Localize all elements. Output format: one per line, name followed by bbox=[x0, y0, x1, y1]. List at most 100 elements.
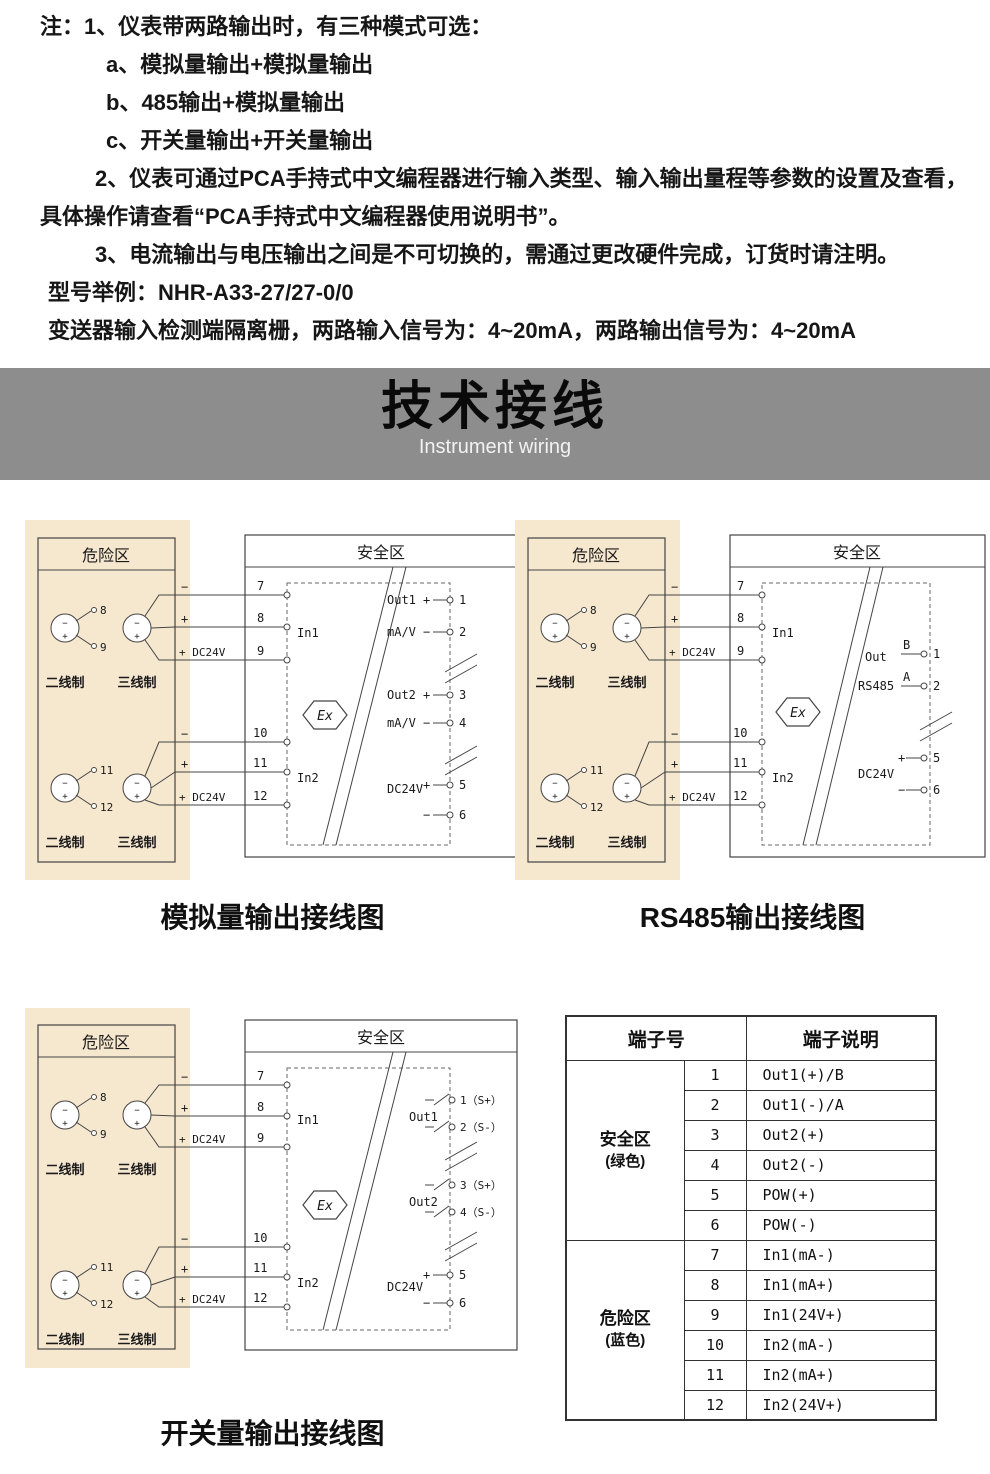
plus-mark: + bbox=[62, 792, 68, 802]
wire-dc24v-label: + DC24V bbox=[179, 1293, 226, 1306]
stub-terminal-12: 12 bbox=[590, 801, 603, 814]
safe-area: 安全区 − + + DC24V 7 8 9 In1 bbox=[175, 534, 518, 858]
stub-terminal-12: 12 bbox=[100, 801, 113, 814]
stub-terminal-11: 11 bbox=[100, 1261, 113, 1274]
notes-section: 注：1、仪表带两路输出时，有三种模式可选： a、模拟量输出+模拟量输出 b、48… bbox=[40, 8, 975, 350]
terminal-2: 2 bbox=[933, 679, 940, 693]
three-wire-label: 三线制 bbox=[117, 675, 156, 690]
terminal-desc-cell: In2(mA+) bbox=[745, 1359, 937, 1391]
rs485-label: RS485 bbox=[858, 679, 894, 693]
in2-two-wire-transmitter: − + 11 12 二线制 bbox=[535, 764, 603, 850]
switch-output-wiring-diagram: 危险区 − + 8 9 二线制 − + 三线制 bbox=[25, 1008, 518, 1368]
terminal-1: 1 bbox=[459, 593, 466, 607]
in2-wiring: − + + DC24V 10 11 12 In2 bbox=[175, 1231, 319, 1311]
out2-label: Out2 bbox=[387, 688, 416, 702]
ex-icon: Ex bbox=[302, 1190, 348, 1220]
two-wire-label: 二线制 bbox=[45, 835, 84, 850]
stub-terminal-11: 11 bbox=[100, 764, 113, 777]
terminal-7: 7 bbox=[737, 579, 744, 593]
plus-mark: + bbox=[423, 593, 430, 607]
terminal-7: 7 bbox=[257, 579, 264, 593]
three-wire-label: 三线制 bbox=[607, 675, 646, 690]
minus-mark: − bbox=[62, 1276, 68, 1286]
hazard-zone-title: 危险区 bbox=[82, 1034, 130, 1052]
minus-mark: − bbox=[624, 619, 630, 629]
terminal-desc-cell: Out2(+) bbox=[745, 1119, 937, 1151]
plus-mark: + bbox=[624, 792, 630, 802]
section-title: 技术接线 bbox=[380, 378, 609, 436]
plus-mark: + bbox=[624, 632, 630, 642]
ex-icon: Ex bbox=[775, 697, 821, 727]
out-label: Out bbox=[865, 650, 887, 664]
minus-mark: − bbox=[134, 779, 140, 789]
terminal-group-hazard: 危险区 (蓝色) bbox=[565, 1239, 685, 1421]
in2-wiring: − + + DC24V 10 11 12 In2 bbox=[175, 726, 319, 809]
note-item-c: c、开关量输出+开关量输出 bbox=[106, 128, 374, 153]
caption-analog: 模拟量输出接线图 bbox=[160, 902, 385, 933]
dc24v-label: DC24V bbox=[387, 782, 423, 796]
terminal-no-cell: 6 bbox=[683, 1209, 747, 1241]
in2-three-wire-transmitter: − + 三线制 bbox=[117, 1246, 176, 1347]
plus-mark: + bbox=[62, 1289, 68, 1299]
stub-terminal-9: 9 bbox=[100, 641, 107, 654]
dc24v-label: DC24V bbox=[858, 767, 894, 781]
wire-plus-label: + bbox=[671, 612, 678, 626]
hazard-area: 危险区 − + 8 9 二线制 − + 三线制 bbox=[515, 520, 680, 880]
terminal-desc-cell: In2(mA-) bbox=[745, 1329, 937, 1361]
out2-label: Out2 bbox=[409, 1195, 438, 1209]
terminal-no-cell: 7 bbox=[683, 1239, 747, 1271]
wire-minus-label: − bbox=[181, 727, 188, 741]
terminal-no-cell: 4 bbox=[683, 1149, 747, 1181]
dc24v-label: DC24V bbox=[387, 1280, 423, 1294]
terminal-12: 12 bbox=[253, 789, 267, 803]
table-row: 安全区 (绿色) 1 Out1(+)/B bbox=[565, 1059, 937, 1241]
in1-three-wire-transmitter: − + 三线制 bbox=[607, 594, 666, 690]
terminal-no-cell: 3 bbox=[683, 1119, 747, 1151]
group-color: (绿色) bbox=[605, 1152, 646, 1170]
plus-mark: + bbox=[423, 778, 430, 792]
wire-dc24v-label: + DC24V bbox=[179, 646, 226, 659]
two-wire-label: 二线制 bbox=[535, 675, 574, 690]
terminal-no-cell: 8 bbox=[683, 1269, 747, 1301]
wire-plus-label: + bbox=[181, 1101, 188, 1115]
in2-three-wire-transmitter: − + 三线制 bbox=[117, 741, 176, 850]
stub-terminal-11: 11 bbox=[590, 764, 603, 777]
plus-mark: + bbox=[423, 1268, 430, 1282]
minus-mark: − bbox=[62, 619, 68, 629]
in2-wiring: − + + DC24V 10 11 12 In2 bbox=[665, 726, 794, 809]
out1-switch-block: Out1 1（S+） 2（S-） bbox=[409, 1093, 502, 1134]
contact-2-label: 2（S-） bbox=[460, 1121, 502, 1134]
stub-terminal-9: 9 bbox=[100, 1128, 107, 1141]
ex-mark: Ex bbox=[790, 706, 806, 721]
terminal-5: 5 bbox=[933, 751, 940, 765]
terminal-desc-cell: POW(+) bbox=[745, 1179, 937, 1211]
wire-plus-label: + bbox=[181, 1262, 188, 1276]
wire-minus-label: − bbox=[671, 580, 678, 594]
power-block: DC24V + 5 − 6 bbox=[387, 778, 466, 822]
minus-mark: − bbox=[62, 1106, 68, 1116]
note-item-b: b、485输出+模拟量输出 bbox=[106, 90, 345, 115]
section-subtitle: Instrument wiring bbox=[418, 436, 572, 458]
minus-mark: − bbox=[423, 808, 430, 822]
out2-switch-block: Out2 3（S+） 4（S-） bbox=[409, 1178, 502, 1219]
two-wire-label: 二线制 bbox=[45, 675, 84, 690]
terminal-desc-cell: Out1(+)/B bbox=[745, 1059, 937, 1091]
wire-dc24v-label: + DC24V bbox=[179, 1133, 226, 1146]
in1-three-wire-transmitter: − + 三线制 bbox=[117, 1084, 176, 1177]
ex-mark: Ex bbox=[317, 1199, 333, 1214]
safe-zone-title: 安全区 bbox=[357, 544, 405, 562]
terminal-6: 6 bbox=[933, 783, 940, 797]
terminal-desc-cell: Out2(-) bbox=[745, 1149, 937, 1181]
stub-terminal-8: 8 bbox=[590, 604, 597, 617]
wire-minus-label: − bbox=[181, 1070, 188, 1084]
header-terminal-no: 端子号 bbox=[565, 1015, 747, 1061]
safe-area: 安全区 − + + DC24V 7 8 9 In1 bbox=[665, 534, 986, 858]
plus-mark: + bbox=[62, 1119, 68, 1129]
hazard-area: 危险区 − + 8 9 二线制 − + 三线制 bbox=[25, 1008, 190, 1368]
